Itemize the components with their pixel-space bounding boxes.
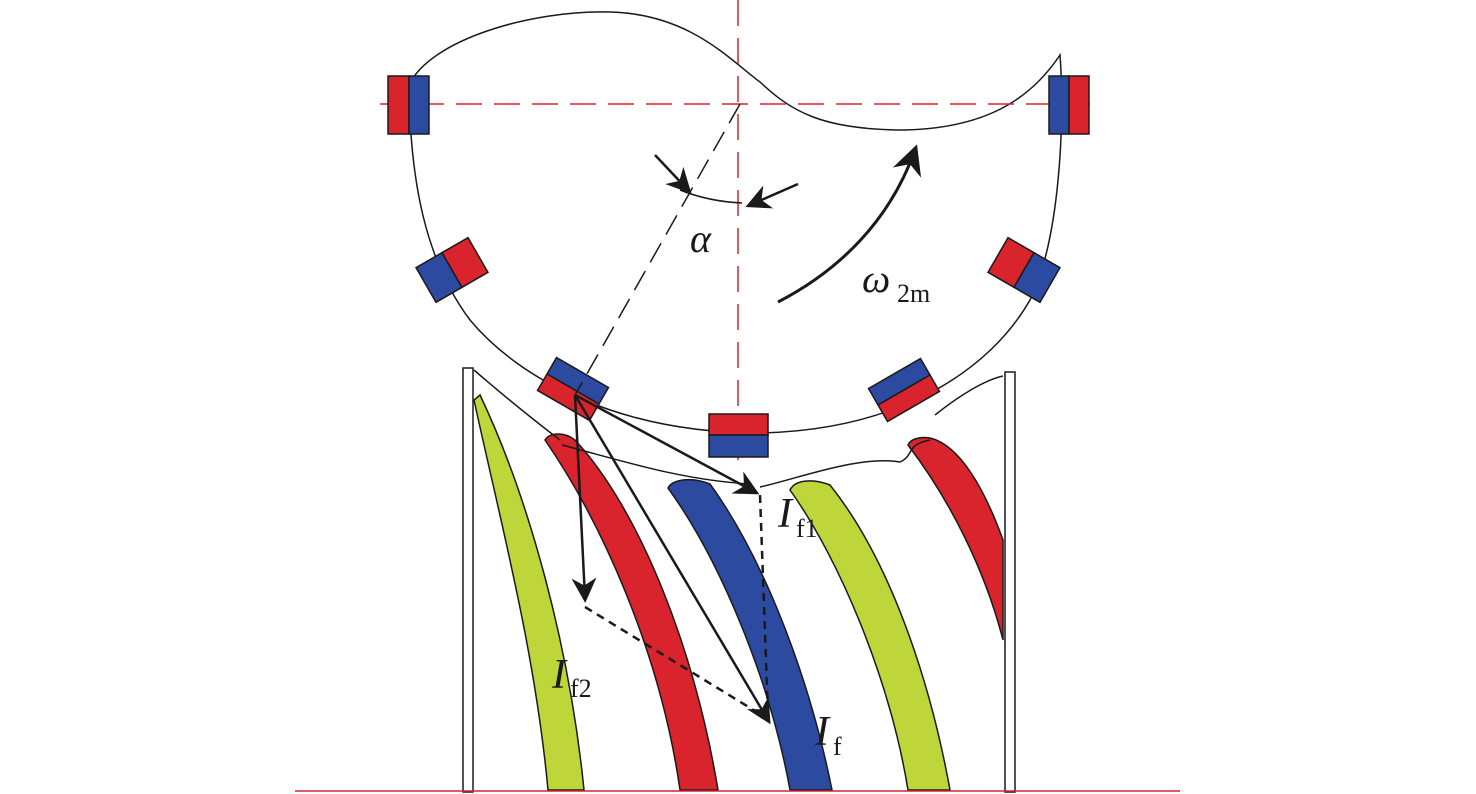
- rotor-magnets: [387, 75, 1090, 458]
- magnet-upper-left: [414, 236, 490, 304]
- stripe-outline-2: [561, 444, 751, 485]
- label-If: I: [814, 709, 831, 755]
- label-If2-sub: f2: [570, 674, 592, 703]
- left-wall: [462, 367, 474, 793]
- stripe-outline-4: [934, 375, 1004, 416]
- label-If1-sub: f1: [796, 514, 818, 543]
- magnet-upper-right: [986, 236, 1062, 304]
- label-If1: I: [777, 491, 794, 537]
- alpha-dashed-line: [574, 103, 741, 396]
- label-If-sub: f: [833, 732, 842, 761]
- labels: α ω 2m I f1 I f2 I f: [551, 216, 930, 761]
- magnet-lower-right: [867, 357, 941, 423]
- alpha-arrow-right: [745, 182, 799, 209]
- stripe-outline-1: [473, 369, 561, 441]
- label-If2: I: [551, 652, 568, 698]
- frame-walls: [462, 367, 1016, 793]
- right-wall: [1004, 371, 1016, 793]
- magnet-right: [1048, 75, 1090, 135]
- rotor-outline: [408, 11, 1063, 434]
- stripe-outline-3: [759, 439, 931, 488]
- magnet-lower-left: [536, 356, 610, 422]
- vector-If2: [571, 394, 597, 603]
- label-alpha: α: [690, 216, 712, 261]
- stripe-red-left: [544, 433, 719, 791]
- stripe-red-right: [907, 436, 1004, 641]
- rotation-arrow: [777, 144, 922, 304]
- stripe-green-left: [473, 393, 585, 791]
- dashed-If2-to-If: [584, 605, 766, 719]
- magnet-left: [387, 75, 430, 135]
- force-vectors: [571, 393, 771, 725]
- alpha-arrow-left: [654, 154, 692, 194]
- label-omega-sub: 2m: [897, 279, 930, 308]
- stripe-blue-center: [667, 478, 833, 791]
- vector-If1: [574, 393, 760, 495]
- magnet-bottom: [708, 413, 769, 458]
- dashed-If1-to-If: [758, 494, 770, 716]
- label-omega: ω: [862, 256, 890, 301]
- stripe-green-right: [789, 480, 951, 791]
- vector-If: [573, 394, 771, 725]
- angle-alpha: [574, 103, 799, 396]
- helical-stripes: [473, 369, 1004, 791]
